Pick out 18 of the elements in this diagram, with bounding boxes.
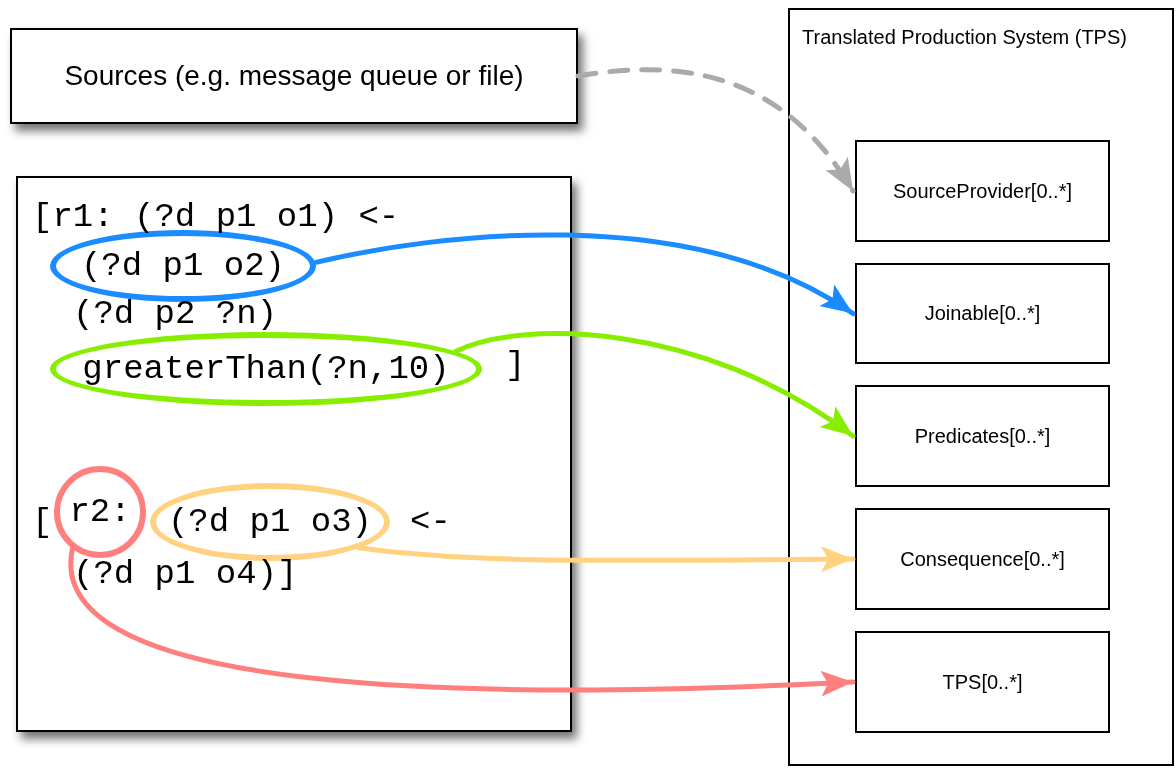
panel-title: Translated Production System (TPS) [802, 25, 1128, 50]
arrow [575, 67, 856, 194]
component-box: SourceProvider[0..*] [855, 140, 1110, 242]
component-box: Consequence[0..*] [855, 508, 1110, 610]
highlight-ellipse: greaterThan(?n,10) [50, 332, 482, 406]
system-panel [788, 8, 1174, 766]
component-box: Joinable[0..*] [855, 263, 1110, 364]
code-text: <- [410, 502, 451, 542]
arrow [313, 232, 856, 316]
code-text: [ [32, 502, 53, 542]
source-box: Sources (e.g. message queue or file) [10, 28, 578, 124]
highlight-circle: r2: [54, 466, 146, 558]
arrow [69, 546, 856, 697]
arrow [356, 545, 856, 573]
component-box: Predicates[0..*] [855, 385, 1110, 487]
component-box: TPS[0..*] [855, 631, 1110, 733]
arrow [453, 331, 856, 439]
code-text: ] [505, 345, 526, 385]
